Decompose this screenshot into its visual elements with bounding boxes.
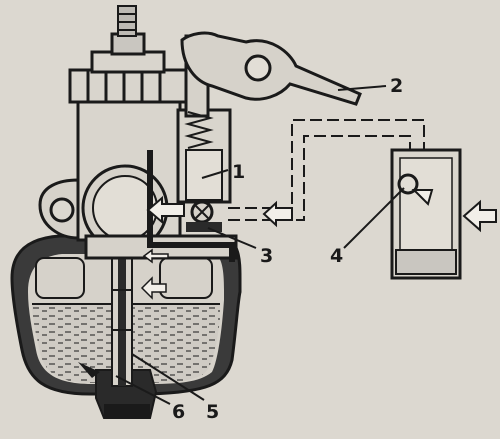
jet-tube <box>111 255 133 387</box>
choke-lever <box>180 31 362 106</box>
top-cap <box>68 5 190 104</box>
air-inlet-arrow <box>462 199 497 233</box>
fuel-flow-arrow-upper <box>142 248 169 264</box>
callout-3: 3 <box>260 245 273 267</box>
leader-lines <box>115 85 405 405</box>
air-flow-arrow-passage <box>262 200 293 228</box>
callout-1: 1 <box>232 161 245 183</box>
plunger-spring <box>184 111 214 149</box>
air-filter-housing <box>390 148 462 280</box>
lever-pivot <box>244 54 272 82</box>
air-flow-arrow-venturi <box>146 195 185 225</box>
callout-5: 5 <box>206 401 219 423</box>
flange-bolt-hole <box>49 197 75 223</box>
callout-4: 4 <box>330 245 343 267</box>
callout-6: 6 <box>172 401 185 423</box>
fuel-flow-arrow-jet <box>78 362 100 378</box>
callout-2: 2 <box>390 75 403 97</box>
fuel-flow-arrow-lower <box>140 276 167 300</box>
